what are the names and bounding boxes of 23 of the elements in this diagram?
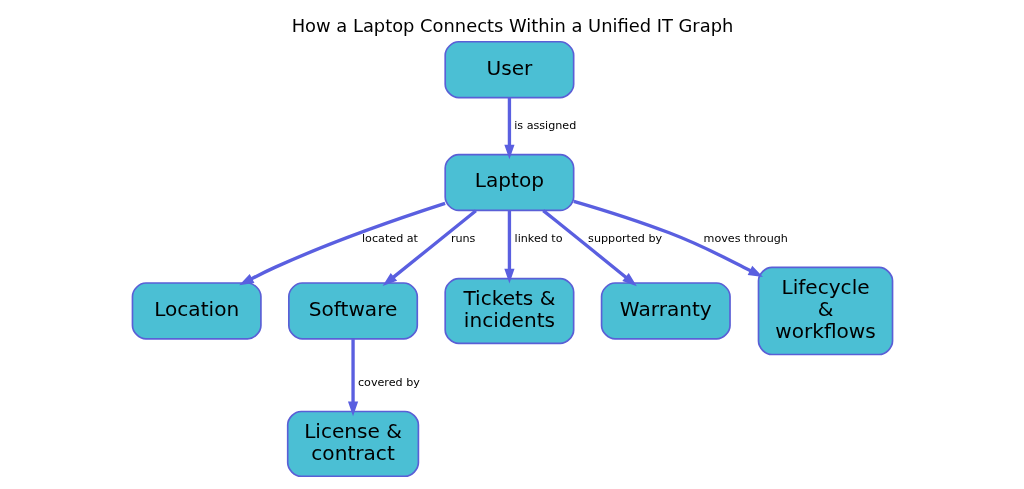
node-box: Laptop [443, 153, 574, 212]
edge-label: moves through [703, 231, 788, 245]
arrow [503, 97, 514, 160]
arrow [572, 199, 763, 277]
node-box: License & contract [286, 410, 419, 478]
edge-label: runs [450, 231, 475, 245]
arrow [382, 209, 477, 286]
edge-label: linked to [514, 231, 563, 245]
node-box: Location [131, 282, 262, 340]
edge-label: is assigned [513, 118, 576, 132]
node-box: Software [287, 282, 418, 340]
arrow [503, 210, 514, 284]
node-box: Warranty [600, 282, 731, 340]
arrow [347, 339, 358, 417]
node-box: Lifecycle & workflows [757, 266, 893, 356]
edge-label: covered by [357, 375, 420, 389]
arrow [541, 209, 637, 287]
node-box: Tickets & incidents [443, 277, 574, 345]
edge-label: supported by [587, 231, 662, 245]
node-box: User [443, 40, 574, 99]
arrow [238, 201, 446, 286]
edge-label: located at [361, 231, 418, 245]
diagram-title: How a Laptop Connects Within a Unified IT Graph [291, 14, 733, 36]
